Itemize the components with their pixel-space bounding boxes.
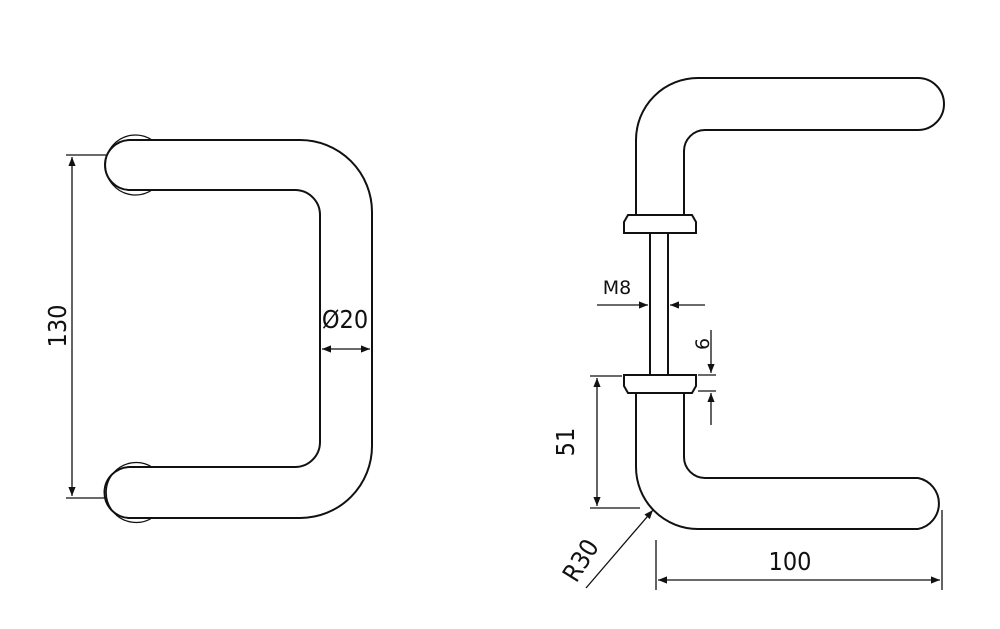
bottom-lever [635,393,940,530]
bottom-rosette [105,461,153,524]
pull-handle-top-end-cap [104,139,152,191]
pull-handle: 130 Ø20 [43,134,373,524]
gap-dimension-label: 6 [692,338,714,350]
height-dimension-label: 130 [43,305,72,348]
diameter-dimension-label: Ø20 [322,305,368,334]
top-rosette [104,134,153,196]
bottom-lever-rosette [623,374,697,394]
top-lever-rosette [623,214,697,234]
pull-handle-bottom-end-cap [103,466,152,519]
lever-handle: M8 6 51 R30 100 [551,77,945,590]
spindle [649,233,669,375]
length-dimension-label: 100 [769,547,812,576]
radius-dimension-label: R30 [557,534,605,587]
lever-height-dimension-label: 51 [551,428,580,457]
top-lever [635,77,945,215]
pull-handle-outer-outline [130,139,373,519]
pull-handle-inner-outline [130,189,321,468]
thread-dimension-label: M8 [603,277,631,299]
radius-leader-line [585,509,654,589]
